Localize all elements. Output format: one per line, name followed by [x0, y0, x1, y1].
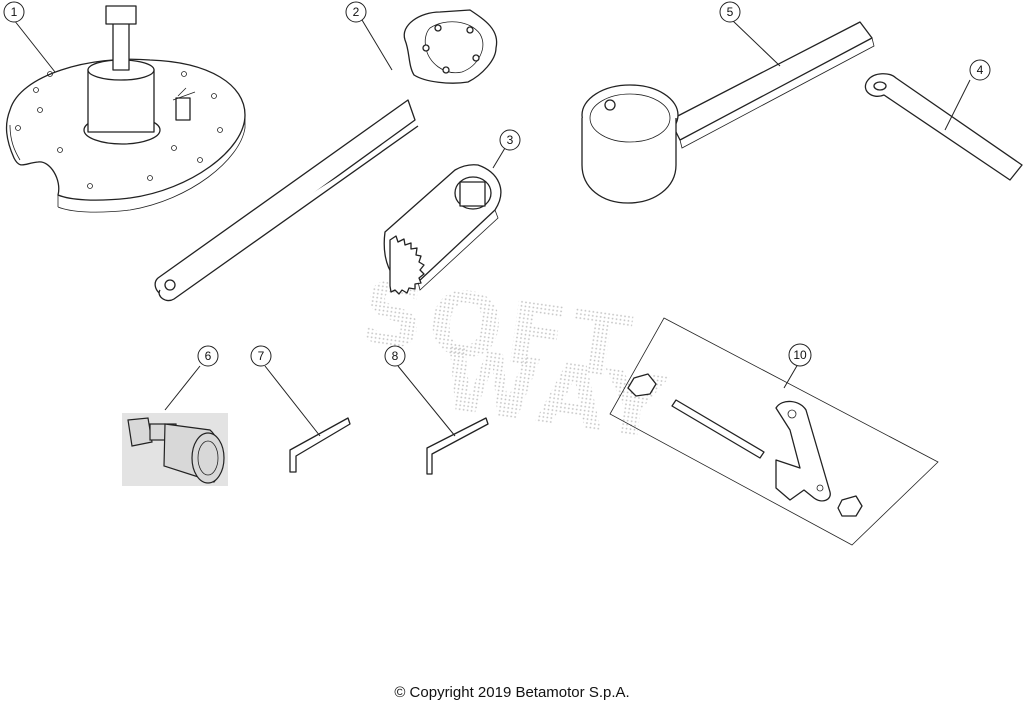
callout-2: 2: [345, 1, 367, 23]
callout-7: 7: [250, 345, 272, 367]
callout-4: 4: [969, 59, 991, 81]
callout-10: 10: [788, 343, 812, 367]
part-1-flywheel-puller: [5, 5, 246, 213]
callout-1: 1: [3, 1, 25, 23]
callout-4-label: 4: [977, 63, 984, 77]
part-6-socket: [122, 413, 228, 486]
part-5-ring-spanner: [581, 21, 875, 204]
callout-1-label: 1: [11, 5, 18, 19]
callout-8: 8: [384, 345, 406, 367]
part-7-hex-key: [289, 417, 351, 473]
part-8-hex-key: [426, 417, 489, 475]
callout-6-label: 6: [205, 349, 212, 363]
part-10-tool-kit: [609, 317, 939, 546]
callout-7-label: 7: [258, 349, 265, 363]
callout-6: 6: [197, 345, 219, 367]
callout-5-label: 5: [727, 5, 734, 19]
leader-lines: [13, 19, 971, 437]
copyright-notice: © Copyright 2019 Betamotor S.p.A.: [394, 684, 630, 701]
part-2-clutch-holder-wrench: [154, 9, 498, 302]
callout-8-label: 8: [392, 349, 399, 363]
callout-10-label: 10: [793, 348, 807, 362]
callout-3-label: 3: [507, 133, 514, 147]
part-4-lever: [864, 73, 1023, 181]
callout-3: 3: [499, 129, 521, 151]
part-3-gear-holder: [383, 164, 502, 295]
callout-2-label: 2: [353, 5, 360, 19]
callout-5: 5: [719, 1, 741, 23]
